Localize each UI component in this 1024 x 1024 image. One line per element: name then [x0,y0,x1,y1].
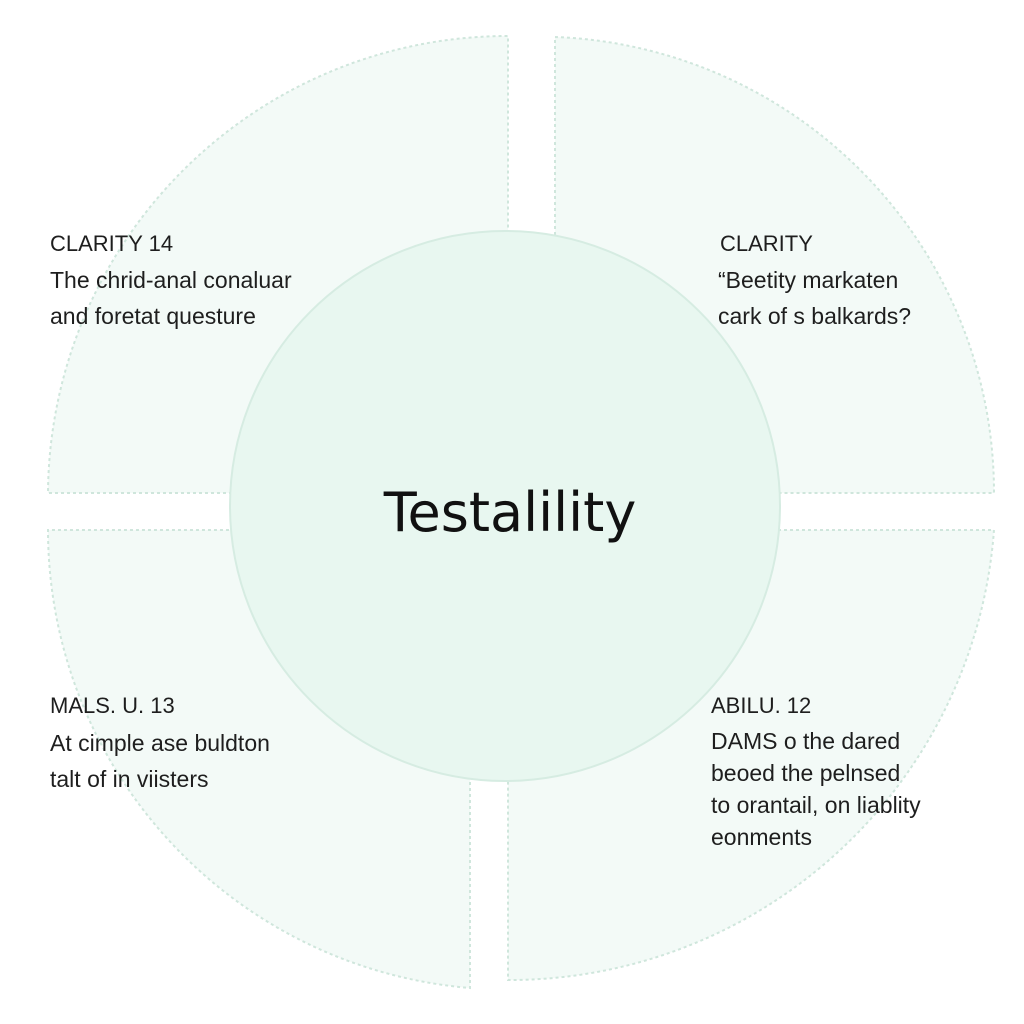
top-right-description: “Beetity markaten cark of s balkards? [718,262,911,334]
bottom-left-description: At cimple ase buldton talt of in viister… [50,725,270,797]
bottom-right-description: DAMS o the dared beoed the pelnsed to or… [711,725,921,853]
top-right-line-1: “Beetity markaten [718,267,899,293]
top-left-description: The chrid-anal conaluar and foretat ques… [50,262,292,334]
bottom-left-line-2: talt of in viisters [50,766,209,792]
top-right-line-2: cark of s balkards? [718,303,912,329]
bottom-left-line-1: At cimple ase buldton [50,730,270,756]
top-left-heading: CLARITY 14 [50,231,174,256]
bottom-right-heading: ABILU. 12 [711,693,812,718]
bottom-right-line-2: beoed the pelnsed [711,760,901,786]
bottom-right-line-4: eonments [711,824,813,850]
bottom-left-heading: MALS. U. 13 [50,693,175,718]
center-circle [229,230,781,782]
center-title: Testalility [383,481,637,544]
bottom-right-line-3: to orantail, on liablity [711,792,921,818]
top-left-line-2: and foretat questure [50,303,256,329]
bottom-right-line-1: DAMS o the dared [711,728,901,754]
top-left-line-1: The chrid-anal conaluar [50,267,292,293]
top-right-heading: CLARITY [720,231,813,256]
